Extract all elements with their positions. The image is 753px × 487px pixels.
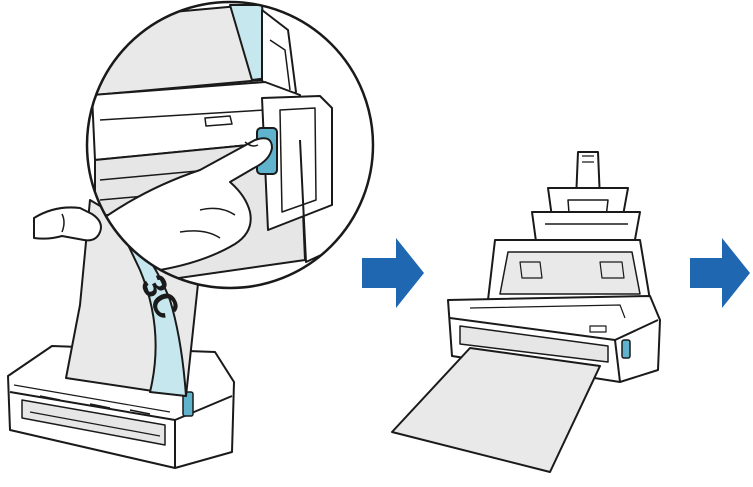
ejected-document xyxy=(391,347,601,473)
scan-button-right xyxy=(621,339,631,359)
step-2-scanning-output xyxy=(391,151,661,473)
arrow-right-icon xyxy=(690,238,750,308)
hand-holding-paper xyxy=(33,206,102,242)
step-1-load-and-press: 3C xyxy=(7,0,375,469)
scan-button xyxy=(182,391,194,417)
input-tray-extension xyxy=(487,151,651,301)
arrow-right-icon xyxy=(362,238,424,308)
